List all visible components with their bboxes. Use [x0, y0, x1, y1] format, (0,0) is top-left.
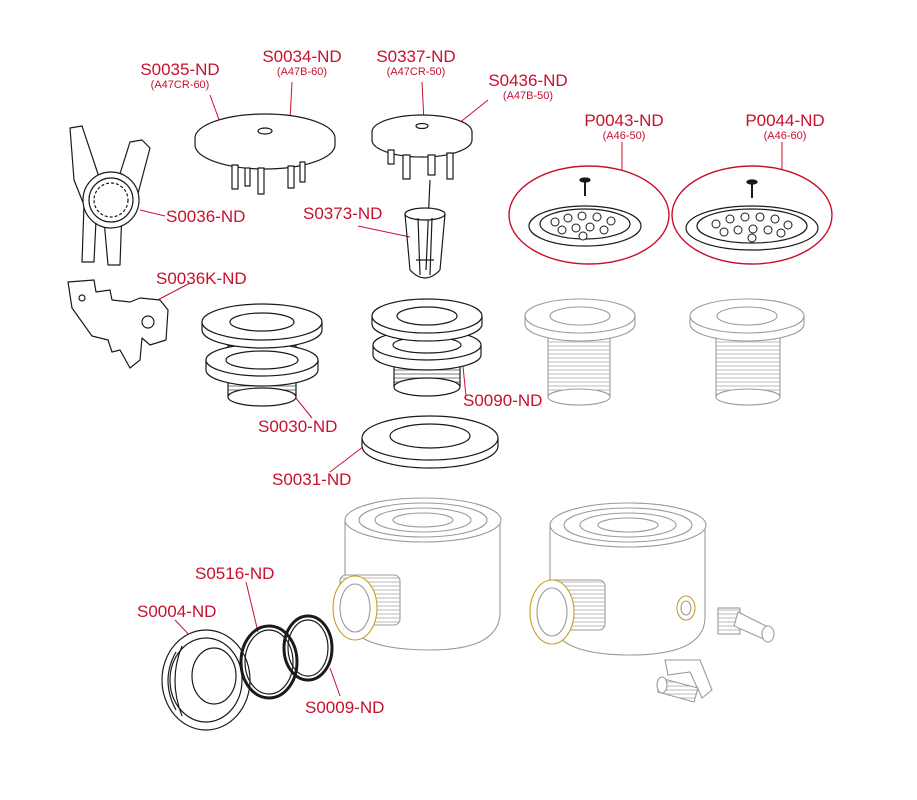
part-code: S0035-ND [140, 60, 220, 79]
faint-flange-60 [689, 298, 805, 406]
s0036k-wrench-part [67, 279, 169, 369]
faint-flange-50 [524, 298, 636, 406]
p0043-highlight-oval [508, 165, 670, 265]
label-s0090: S0090-ND [463, 392, 542, 410]
trap-body-left [332, 497, 502, 651]
label-s0004: S0004-ND [137, 603, 216, 621]
s0373-cage-part [404, 179, 446, 279]
label-s0031: S0031-ND [272, 471, 351, 489]
s0036-stand-part [69, 125, 151, 266]
label-p0044: P0044-ND (A46-60) [733, 111, 837, 143]
label-s0337: S0337-ND (A47CR-50) [364, 47, 468, 79]
s0031-washer-part [361, 415, 499, 469]
label-s0036k: S0036K-ND [156, 270, 247, 288]
part-code: S0009-ND [305, 698, 385, 717]
s0337-cap-part [371, 114, 473, 180]
label-s0516: S0516-ND [195, 565, 274, 583]
part-subcode: (A47CR-50) [386, 66, 446, 78]
s0030-flange-part [201, 303, 323, 407]
p0044-strainer-part [685, 179, 819, 251]
part-subcode: (A47CR-60) [150, 79, 210, 91]
label-s0035: S0035-ND (A47CR-60) [130, 60, 230, 92]
part-code: S0090-ND [463, 391, 543, 410]
part-code: S0030-ND [258, 417, 338, 436]
label-s0373: S0373-ND [303, 205, 382, 223]
p0044-highlight-oval [671, 165, 833, 265]
label-s0009: S0009-ND [305, 699, 384, 717]
part-code: S0036K-ND [156, 269, 247, 288]
part-code: S0436-ND [488, 71, 568, 90]
part-code: P0044-ND [745, 111, 825, 130]
part-code: S0004-ND [137, 602, 217, 621]
s0009-ring-part [282, 614, 334, 682]
p0043-strainer-part [528, 177, 642, 247]
s0004-nut-part [161, 629, 251, 731]
part-subcode: (A47B-60) [276, 66, 328, 78]
hose-fitting-straight [717, 607, 775, 643]
s0035-cap-part [194, 113, 336, 195]
part-code: S0337-ND [376, 47, 456, 66]
part-subcode: (A46-60) [763, 130, 807, 142]
part-code: S0516-ND [195, 564, 275, 583]
part-code: S0036-ND [166, 207, 246, 226]
hose-fitting-elbow [656, 659, 713, 703]
label-p0043: P0043-ND (A46-50) [572, 111, 676, 143]
part-code: S0034-ND [262, 47, 342, 66]
label-s0034: S0034-ND (A47B-60) [252, 47, 352, 79]
part-code: S0373-ND [303, 204, 383, 223]
s0516-ring-part [239, 624, 299, 700]
part-subcode: (A46-50) [602, 130, 646, 142]
part-code: S0031-ND [272, 470, 352, 489]
part-subcode: (A47B-50) [502, 90, 554, 102]
label-s0436: S0436-ND (A47B-50) [476, 71, 580, 103]
label-s0036: S0036-ND [166, 208, 245, 226]
s0090-flange-part [371, 298, 483, 397]
trap-body-right [529, 502, 707, 656]
part-code: P0043-ND [584, 111, 664, 130]
label-s0030: S0030-ND [258, 418, 337, 436]
